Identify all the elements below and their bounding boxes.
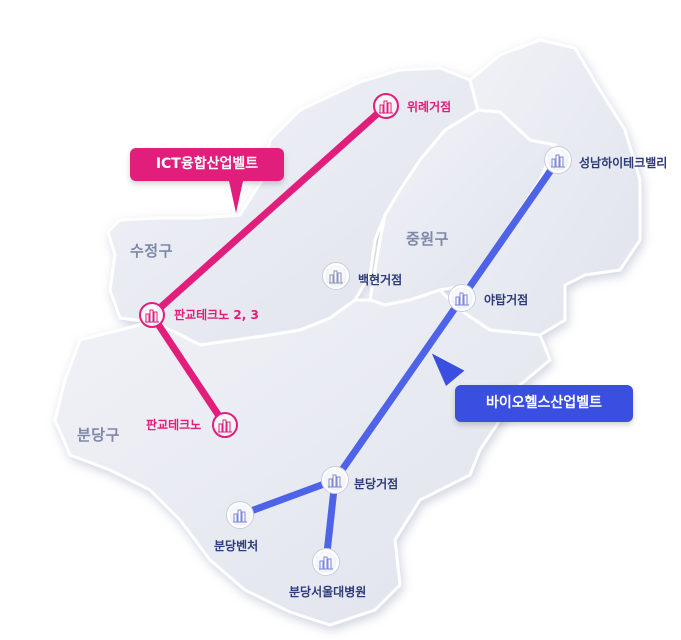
site-marker-baekhyeon-icon[interactable] [322,262,350,290]
site-label-bundang-hub: 분당거점 [354,477,399,491]
site-marker-snu-bundang-icon[interactable] [312,548,340,576]
site-marker-bundang-hub-icon[interactable] [321,466,349,494]
site-label-baekhyeon: 백현거점 [358,273,403,287]
site-marker-seongnam-hightech-icon[interactable] [544,146,572,174]
site-marker-yatap-icon[interactable] [448,284,476,312]
site-label-bundang-venture: 분당벤처 [214,539,259,553]
district-label-sujeong: 수정구 [130,242,173,260]
bio-belt-callout: 바이오헬스산업벨트 [455,385,633,422]
site-label-snu-bundang: 분당서울대병원 [289,585,367,599]
ict-belt-callout: ICT융합산업벨트 [130,148,284,181]
site-marker-wirye-icon[interactable] [373,93,399,119]
district-label-jungwon: 중원구 [406,230,449,248]
site-label-wirye: 위례거점 [407,100,452,114]
ict-callout-tail [229,181,243,213]
district-bundang-area [53,288,552,627]
site-label-seongnam-hightech: 성남하이테크밸리 [579,156,668,170]
site-label-yatap: 야탑거점 [484,293,529,307]
site-marker-bundang-venture-icon[interactable] [226,501,254,529]
district-label-bundang: 분당구 [77,426,120,444]
site-marker-pangyo-icon[interactable] [212,412,238,438]
site-marker-pangyo23-icon[interactable] [139,302,165,328]
site-label-pangyo23: 판교테크노 2, 3 [174,308,259,322]
site-label-pangyo: 판교테크노 [146,418,202,432]
